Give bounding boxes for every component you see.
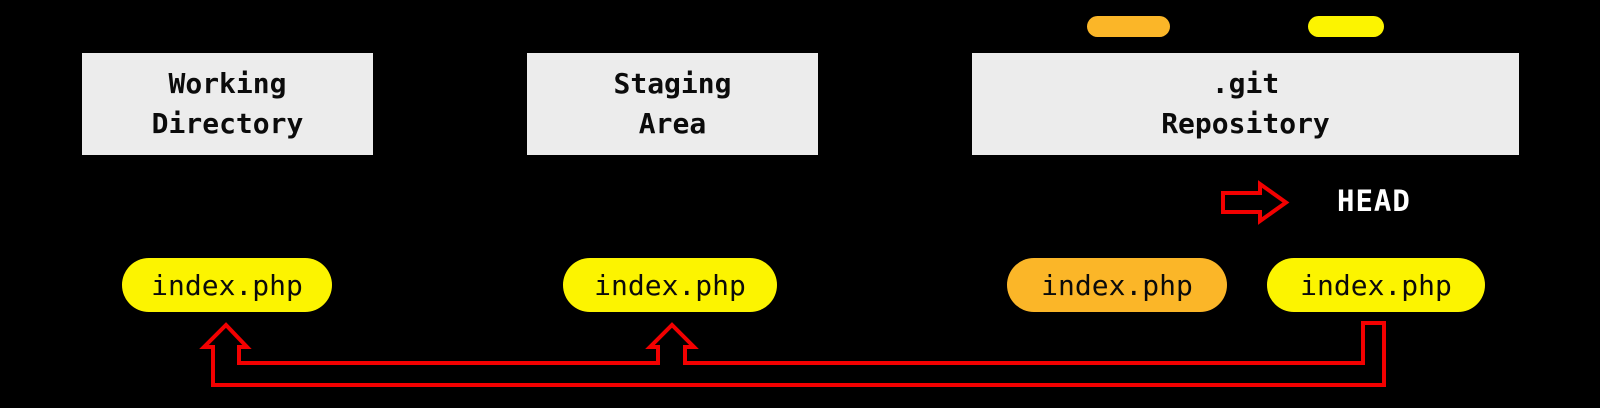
staging-area-box: Staging Area — [527, 53, 818, 155]
working-directory-file-pill: index.php — [122, 258, 332, 312]
yellow-commit-marker — [1308, 16, 1384, 37]
orange-commit-marker — [1087, 16, 1170, 37]
repository-file-pill-yellow: index.php — [1267, 258, 1485, 312]
repository-file-pill-orange: index.php — [1007, 258, 1227, 312]
head-label: HEAD — [1337, 184, 1411, 218]
red-return-arrows-icon — [199, 321, 1386, 387]
red-right-arrow-icon — [1221, 180, 1290, 225]
git-repository-box: .git Repository — [972, 53, 1519, 155]
working-directory-box: Working Directory — [82, 53, 373, 155]
staging-area-file-pill: index.php — [563, 258, 777, 312]
